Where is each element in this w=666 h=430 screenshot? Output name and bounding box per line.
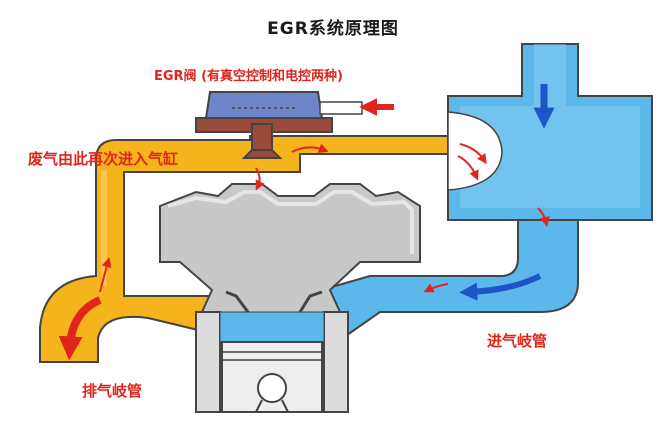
- egr-valve: [195, 91, 363, 159]
- diagram-title: EGR系统原理图: [267, 19, 399, 39]
- cylinder-valves: [225, 290, 323, 313]
- intake-flow-arrows: [459, 84, 555, 301]
- exhaust-flow-arrows: [58, 98, 550, 361]
- egr-valve-label: EGR阀 (有真空控制和电控两种): [154, 69, 343, 84]
- piston: [221, 341, 323, 413]
- cylinder: [195, 311, 349, 413]
- exhaust-return-label: 废气由此再次进入气缸: [28, 150, 179, 168]
- exhaust-manifold-label: 排气岐管: [82, 382, 143, 400]
- intake-manifold-label: 进气岐管: [487, 332, 548, 350]
